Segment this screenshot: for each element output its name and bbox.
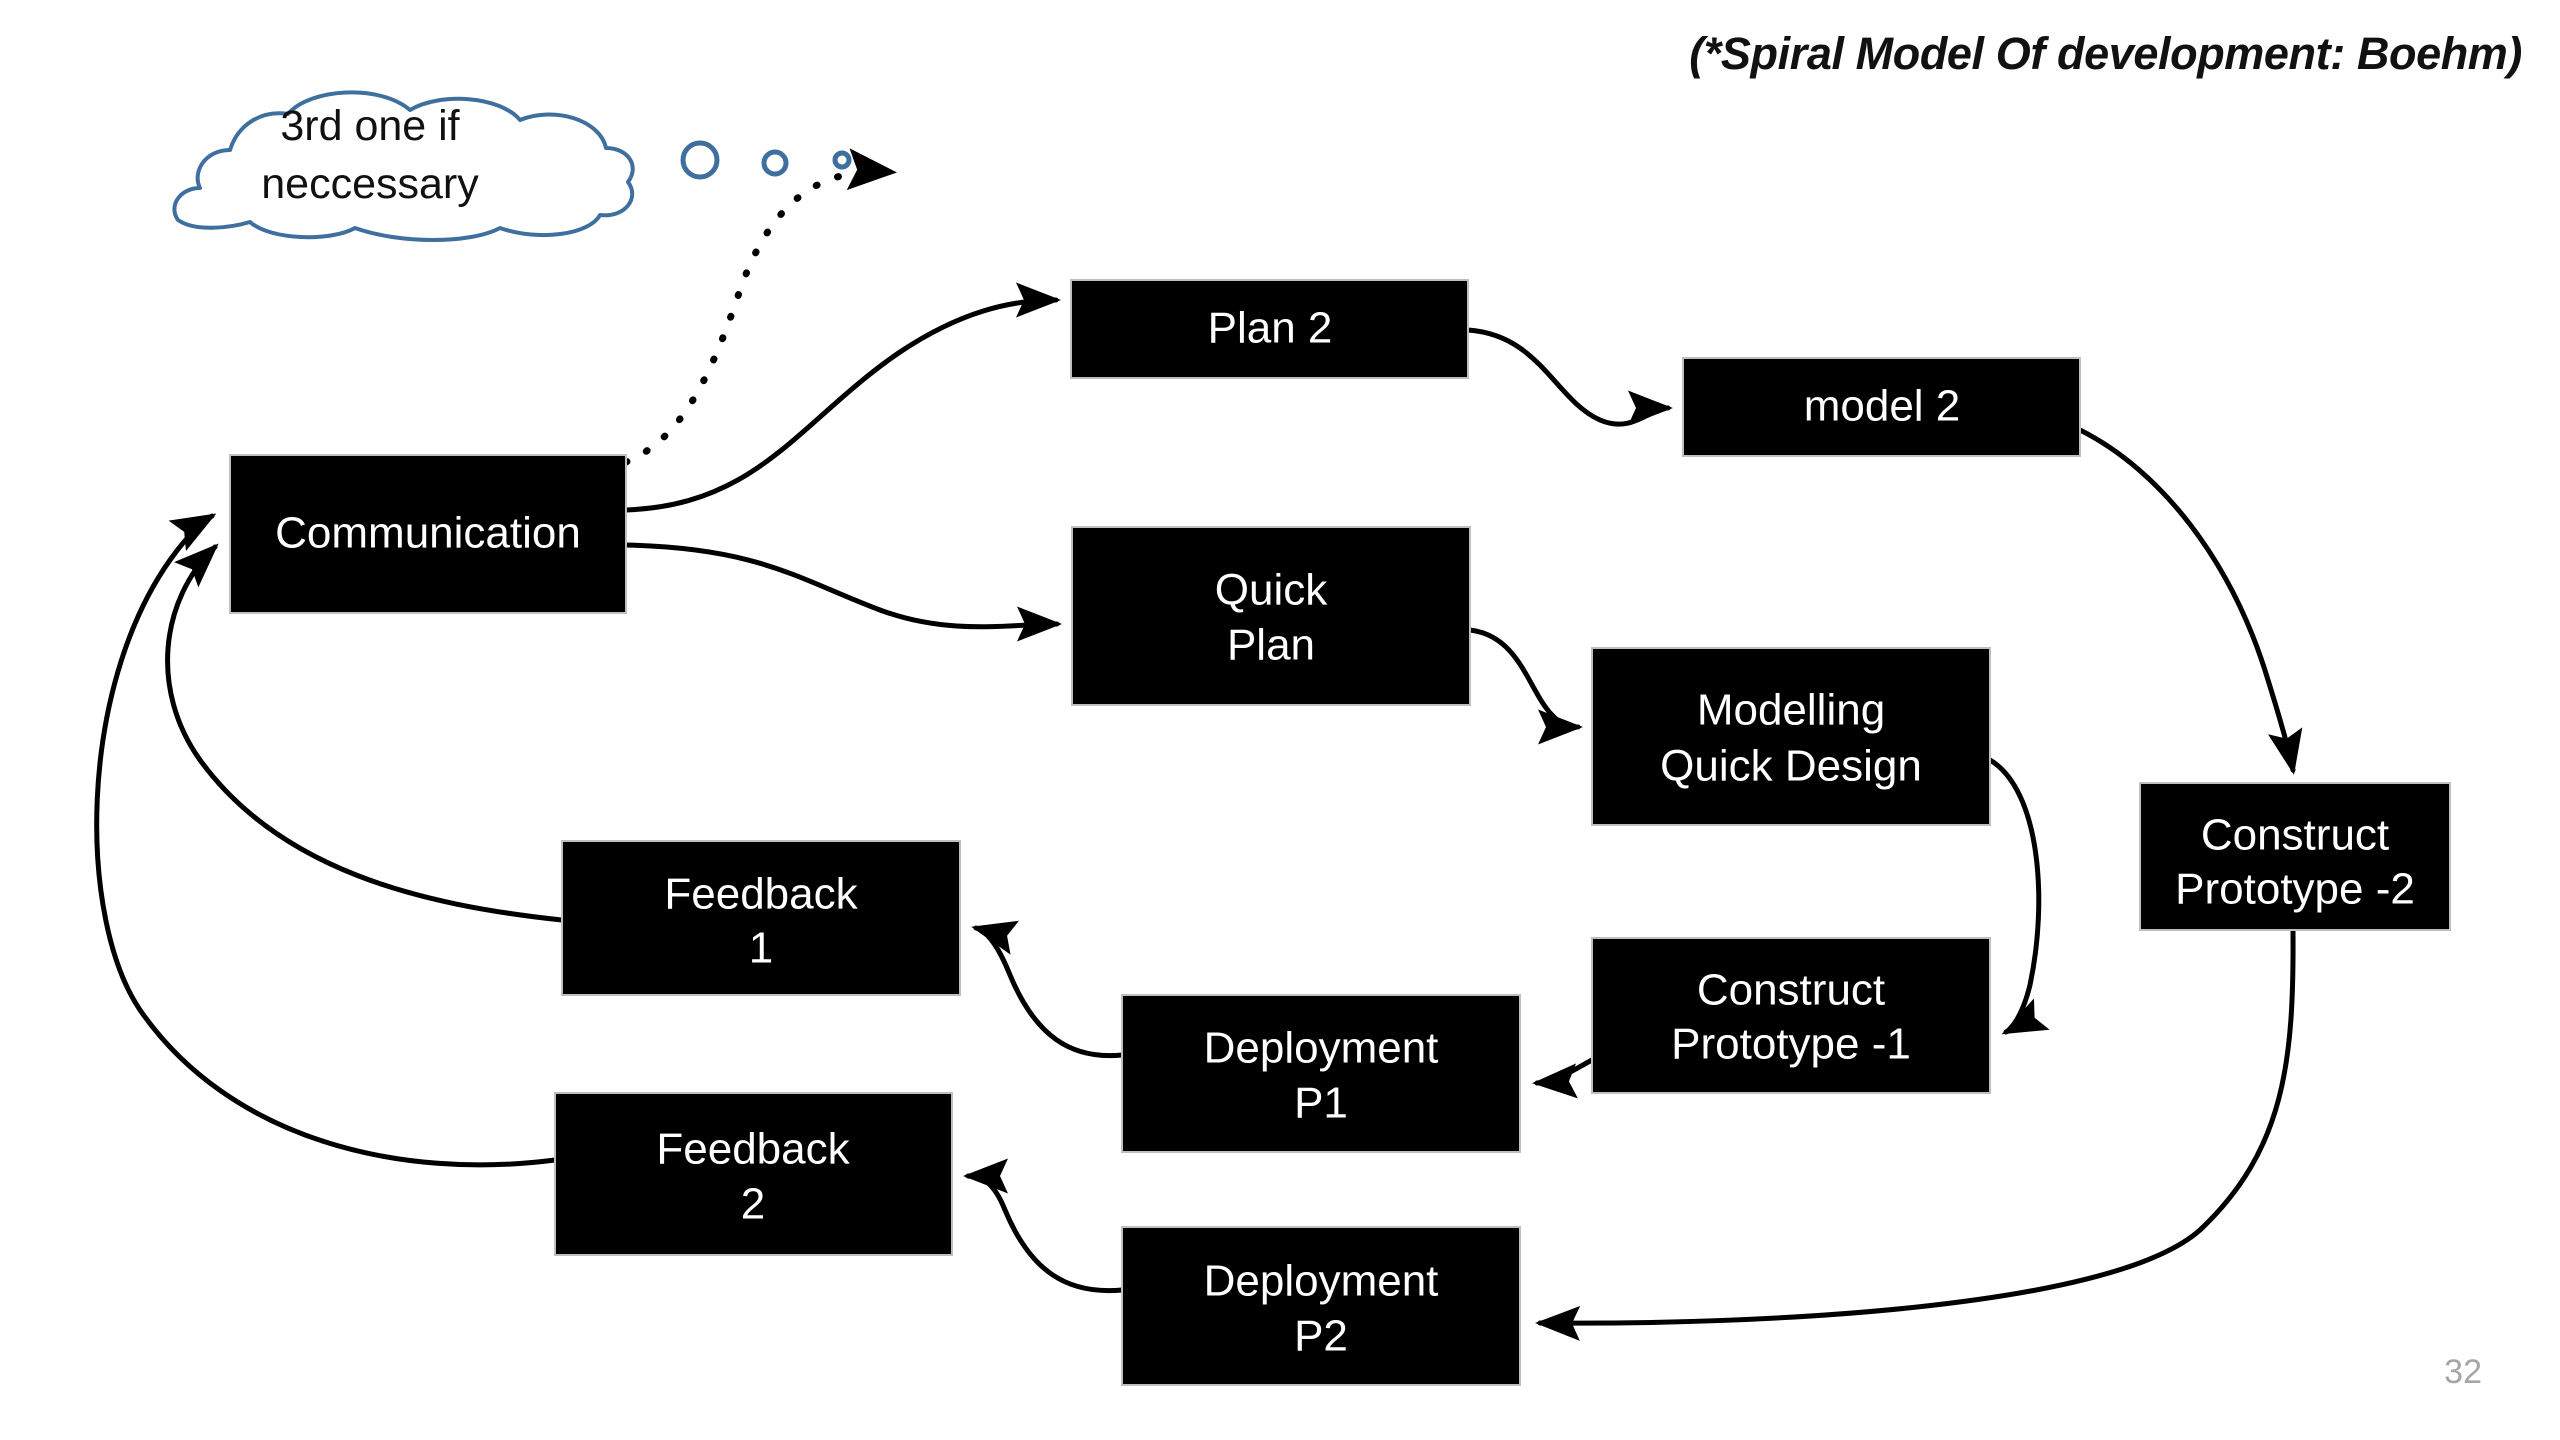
node-deployment-p1-label-2: P1 bbox=[1294, 1079, 1348, 1128]
node-plan2-label-1: Plan 2 bbox=[1208, 304, 1333, 353]
node-deployment-p2-label-2: P2 bbox=[1294, 1312, 1348, 1361]
node-feedback1-box[interactable] bbox=[561, 840, 961, 996]
node-construct-prototype-2[interactable]: Construct Prototype -2 bbox=[2139, 782, 2451, 931]
edge-modelling-to-prototype1 bbox=[1987, 757, 2050, 1035]
node-deployment-p1-label-1: Deployment bbox=[1204, 1024, 1439, 1073]
node-construct-prototype-1[interactable]: Construct Prototype -1 bbox=[1591, 937, 1991, 1094]
thought-bubble-large bbox=[680, 140, 720, 180]
node-communication[interactable]: Communication bbox=[229, 454, 627, 614]
edge-plan2-to-model2 bbox=[1465, 327, 1673, 427]
node-deployment-p2-label-1: Deployment bbox=[1204, 1257, 1439, 1306]
node-construct-prototype-1-box[interactable] bbox=[1591, 937, 1991, 1094]
node-modelling-quick-design-label-2: Quick Design bbox=[1660, 742, 1922, 791]
edge-communication-to-thought-cloud bbox=[622, 148, 897, 466]
node-modelling-quick-design[interactable]: Modelling Quick Design bbox=[1591, 647, 1991, 826]
cloud-text-line-1: 3rd one if bbox=[280, 102, 460, 150]
node-modelling-quick-design-label-1: Modelling bbox=[1697, 686, 1885, 735]
edge-deployment-p2-to-feedback2 bbox=[963, 1158, 1125, 1294]
node-deployment-p1[interactable]: Deployment P1 bbox=[1121, 994, 1521, 1153]
node-feedback1[interactable]: Feedback 1 bbox=[561, 840, 961, 996]
node-construct-prototype-1-label-2: Prototype -1 bbox=[1671, 1020, 1911, 1069]
node-quick-plan-label-1: Quick bbox=[1215, 566, 1328, 615]
node-feedback1-label-2: 1 bbox=[749, 924, 773, 973]
edge-prototype2-to-deployment-p2 bbox=[1535, 927, 2296, 1341]
node-deployment-p2-box[interactable] bbox=[1121, 1226, 1521, 1386]
node-construct-prototype-2-label-1: Construct bbox=[2201, 811, 2389, 860]
edge-communication-to-quick-plan bbox=[623, 542, 1062, 642]
node-feedback2-label-2: 2 bbox=[741, 1180, 765, 1229]
page-title: (*Spiral Model Of development: Boehm) bbox=[1689, 28, 2522, 79]
node-quick-plan-label-2: Plan bbox=[1227, 621, 1315, 670]
edge-quick-plan-to-modelling bbox=[1467, 627, 1583, 745]
edge-layer bbox=[94, 148, 2303, 1341]
node-model2[interactable]: model 2 bbox=[1682, 357, 2081, 457]
node-plan2-box[interactable] bbox=[1070, 279, 1469, 379]
node-plan2[interactable]: Plan 2 bbox=[1070, 279, 1469, 379]
cloud-text-line-2: neccessary bbox=[261, 160, 479, 208]
node-communication-box[interactable] bbox=[229, 454, 627, 614]
edge-prototype1-to-deployment-p1 bbox=[1532, 1057, 1595, 1099]
node-deployment-p2[interactable]: Deployment P2 bbox=[1121, 1226, 1521, 1386]
node-model2-box[interactable] bbox=[1682, 357, 2081, 457]
thought-bubble-medium bbox=[761, 149, 789, 177]
thought-cloud-group: 3rd one if neccessary bbox=[172, 90, 852, 242]
node-layer: Communication Plan 2 model 2 Quick Plan … bbox=[229, 279, 2451, 1386]
node-modelling-quick-design-box[interactable] bbox=[1591, 647, 1991, 826]
node-feedback1-label-1: Feedback bbox=[664, 870, 858, 919]
edge-deployment-p1-to-feedback1 bbox=[971, 920, 1125, 1059]
node-feedback2-label-1: Feedback bbox=[656, 1125, 850, 1174]
thought-cloud-icon bbox=[172, 90, 635, 242]
node-feedback2[interactable]: Feedback 2 bbox=[554, 1092, 953, 1256]
node-quick-plan-box[interactable] bbox=[1071, 526, 1471, 706]
page-number: 32 bbox=[2444, 1353, 2482, 1391]
edge-feedback2-to-communication bbox=[94, 513, 558, 1168]
edge-feedback1-to-communication bbox=[165, 543, 565, 923]
node-deployment-p1-box[interactable] bbox=[1121, 994, 1521, 1153]
edge-model2-to-prototype2 bbox=[2077, 427, 2303, 775]
node-quick-plan[interactable]: Quick Plan bbox=[1071, 526, 1471, 706]
node-construct-prototype-2-label-2: Prototype -2 bbox=[2175, 865, 2415, 914]
node-model2-label-1: model 2 bbox=[1804, 382, 1961, 431]
thought-bubble-small bbox=[832, 150, 852, 170]
node-construct-prototype-1-label-1: Construct bbox=[1697, 966, 1885, 1015]
node-construct-prototype-2-box[interactable] bbox=[2139, 782, 2451, 931]
edge-communication-to-plan2 bbox=[623, 282, 1061, 513]
node-communication-label-1: Communication bbox=[275, 509, 581, 558]
node-feedback2-box[interactable] bbox=[554, 1092, 953, 1256]
